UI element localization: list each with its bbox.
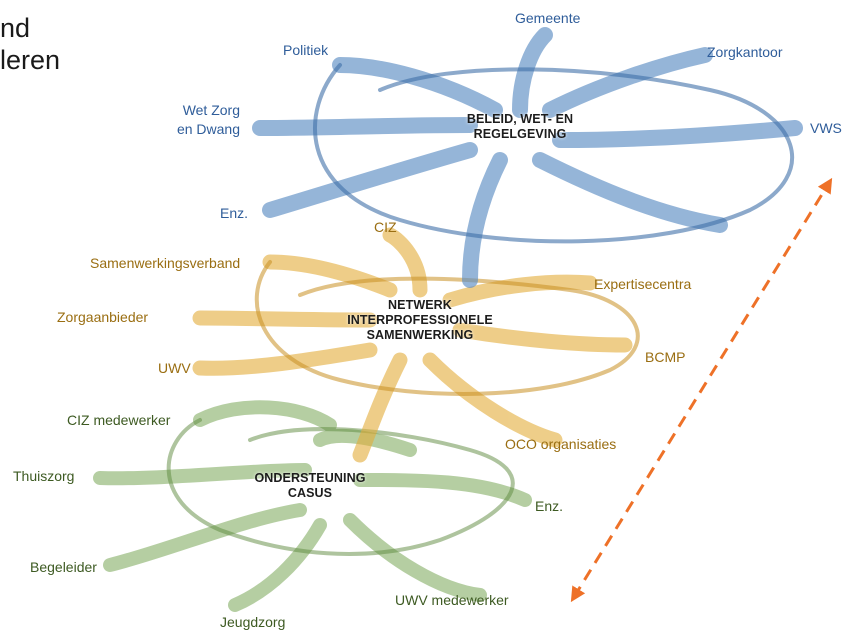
label-vws: VWS — [810, 120, 842, 136]
label-uwv-medewerker: UWV medewerker — [395, 592, 509, 608]
bottom-center-title: ONDERSTEUNING CASUS — [230, 471, 390, 501]
label-uwv: UWV — [158, 360, 191, 376]
corner-text-line2: leren — [0, 45, 61, 75]
label-bcmp: BCMP — [645, 349, 686, 365]
label-ciz: CIZ — [374, 219, 397, 235]
label-enz-bottom: Enz. — [535, 498, 564, 514]
top-center-line2: REGELGEVING — [473, 127, 567, 141]
top-center-line1: BELEID, WET- EN — [466, 112, 574, 126]
label-ciz-medewerker: CIZ medewerker — [67, 412, 171, 428]
label-enz-top: Enz. — [220, 205, 249, 221]
label-thuiszorg: Thuiszorg — [13, 468, 75, 484]
label-expertisecentra: Expertisecentra — [594, 276, 692, 292]
bottom-center-line1: ONDERSTEUNING — [254, 471, 366, 485]
label-begeleider: Begeleider — [30, 559, 97, 575]
label-zorgkantoor: Zorgkantoor — [707, 44, 783, 60]
top-center-title: BELEID, WET- EN REGELGEVING — [440, 112, 600, 142]
label-wet-zorg-line1: Wet Zorg — [182, 102, 240, 118]
label-wet-zorg-line2: en Dwang — [176, 121, 240, 137]
green-swirl — [93, 400, 532, 612]
label-jeugdzorg: Jeugdzorg — [220, 614, 286, 630]
label-zorgaanbieder: Zorgaanbieder — [57, 309, 149, 325]
corner-text: nd leren — [0, 12, 60, 76]
label-oco-organisaties: OCO organisaties — [505, 436, 617, 452]
middle-center-line1: NETWERK — [388, 298, 452, 312]
bottom-center-line2: CASUS — [287, 486, 333, 500]
gold-swirl — [192, 227, 640, 463]
label-gemeente: Gemeente — [515, 10, 581, 26]
corner-text-line1: nd — [0, 13, 31, 43]
orange-dashed-arrow — [570, 177, 833, 603]
label-wet-zorg: Wet Zorg en Dwang — [150, 101, 240, 139]
label-politiek: Politiek — [283, 42, 329, 58]
blue-swirl — [252, 27, 803, 288]
middle-center-title: NETWERK INTERPROFESSIONELE SAMENWERKING — [320, 298, 520, 343]
label-samenwerkingsverband: Samenwerkingsverband — [90, 255, 241, 271]
middle-center-line3: SAMENWERKING — [366, 328, 474, 342]
middle-center-line2: INTERPROFESSIONELE — [347, 313, 493, 327]
